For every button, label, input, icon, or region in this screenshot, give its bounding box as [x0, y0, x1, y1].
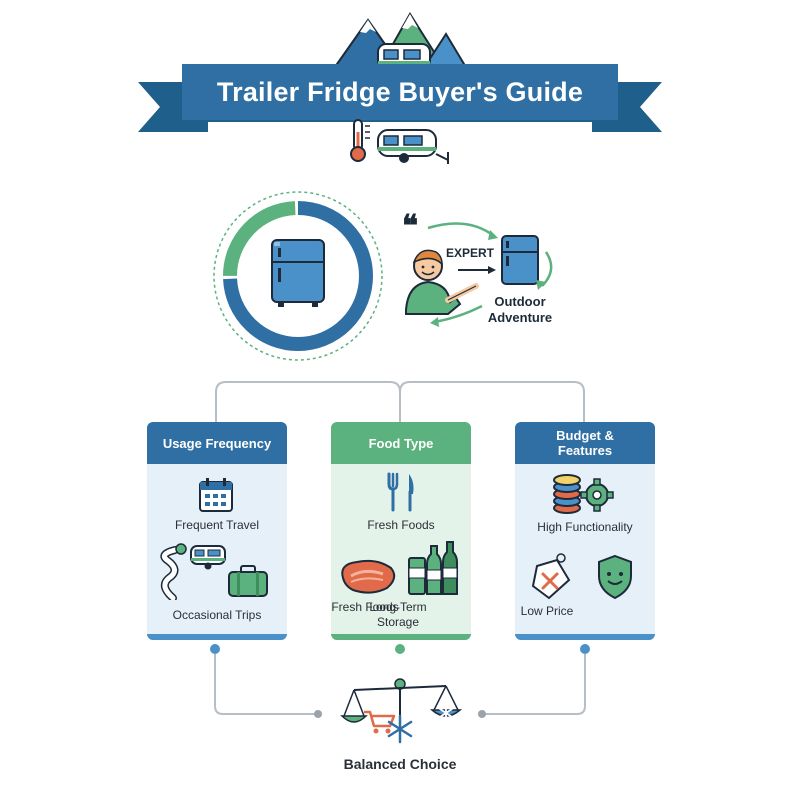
expert-label: EXPERT: [446, 246, 495, 260]
shield-smile-icon: [598, 554, 632, 600]
card-title: Food Type: [331, 422, 471, 464]
fridge-small-icon: [501, 235, 539, 285]
quote-icon: ❝: [402, 209, 418, 244]
snowflake-icon: [387, 714, 413, 744]
fridge-icon: [271, 239, 325, 307]
suitcase-icon: [228, 565, 268, 597]
card-title: Usage Frequency: [147, 422, 287, 464]
price-tag-x-icon: [531, 553, 571, 600]
balance-scale-icon: [340, 678, 462, 744]
outdoor-adventure-label: Outdoor Adventure: [487, 294, 553, 325]
fresh-foods-label: Fresh Foods: [367, 518, 435, 532]
high-functionality-label: High Functionality: [537, 520, 633, 534]
food-type-card: Food Type Fresh Foods Fresh Foods Long-T…: [331, 422, 471, 640]
budget-features-card: Budget & Features High Functionality: [515, 422, 655, 640]
donut-segment: [223, 201, 373, 351]
thermometer-trailer-icon: [350, 119, 449, 164]
calendar-icon: [199, 478, 233, 512]
low-price-label: Low Price: [520, 604, 574, 618]
steak-icon: [341, 559, 396, 594]
frequent-travel-label: Frequent Travel: [174, 518, 260, 532]
page-title: Trailer Fridge Buyer's Guide: [216, 76, 584, 107]
title-banner: Trailer Fridge Buyer's Guide: [182, 64, 618, 120]
winding-road-trailer-icon: [160, 543, 226, 600]
fresh-foods-label-2: Fresh Foods: [331, 600, 399, 614]
occasional-trips-label: Occasional Trips: [172, 608, 262, 622]
balanced-choice-label: Balanced Choice: [343, 756, 457, 772]
card-connector-dot: [210, 644, 220, 654]
canned-goods-icon: [408, 541, 458, 595]
card-title: Budget & Features: [515, 422, 655, 464]
snowflake-icon-small: [439, 705, 453, 721]
card-connector-dot: [580, 644, 590, 654]
fork-knife-icon: [387, 472, 414, 512]
person-icon: [405, 249, 479, 315]
expert-illustration: ❝: [402, 209, 553, 327]
shopping-cart-icon: [364, 710, 396, 734]
long-term-storage-label: Long-Term Storage: [369, 600, 427, 629]
usage-frequency-card: Usage Frequency Frequent Travel: [147, 422, 287, 640]
fridge-donut-chart: [213, 191, 383, 361]
mountain-trailer-icon: [328, 12, 472, 75]
coins-gear-icon: [553, 474, 614, 514]
card-connector-dot: [395, 644, 405, 654]
